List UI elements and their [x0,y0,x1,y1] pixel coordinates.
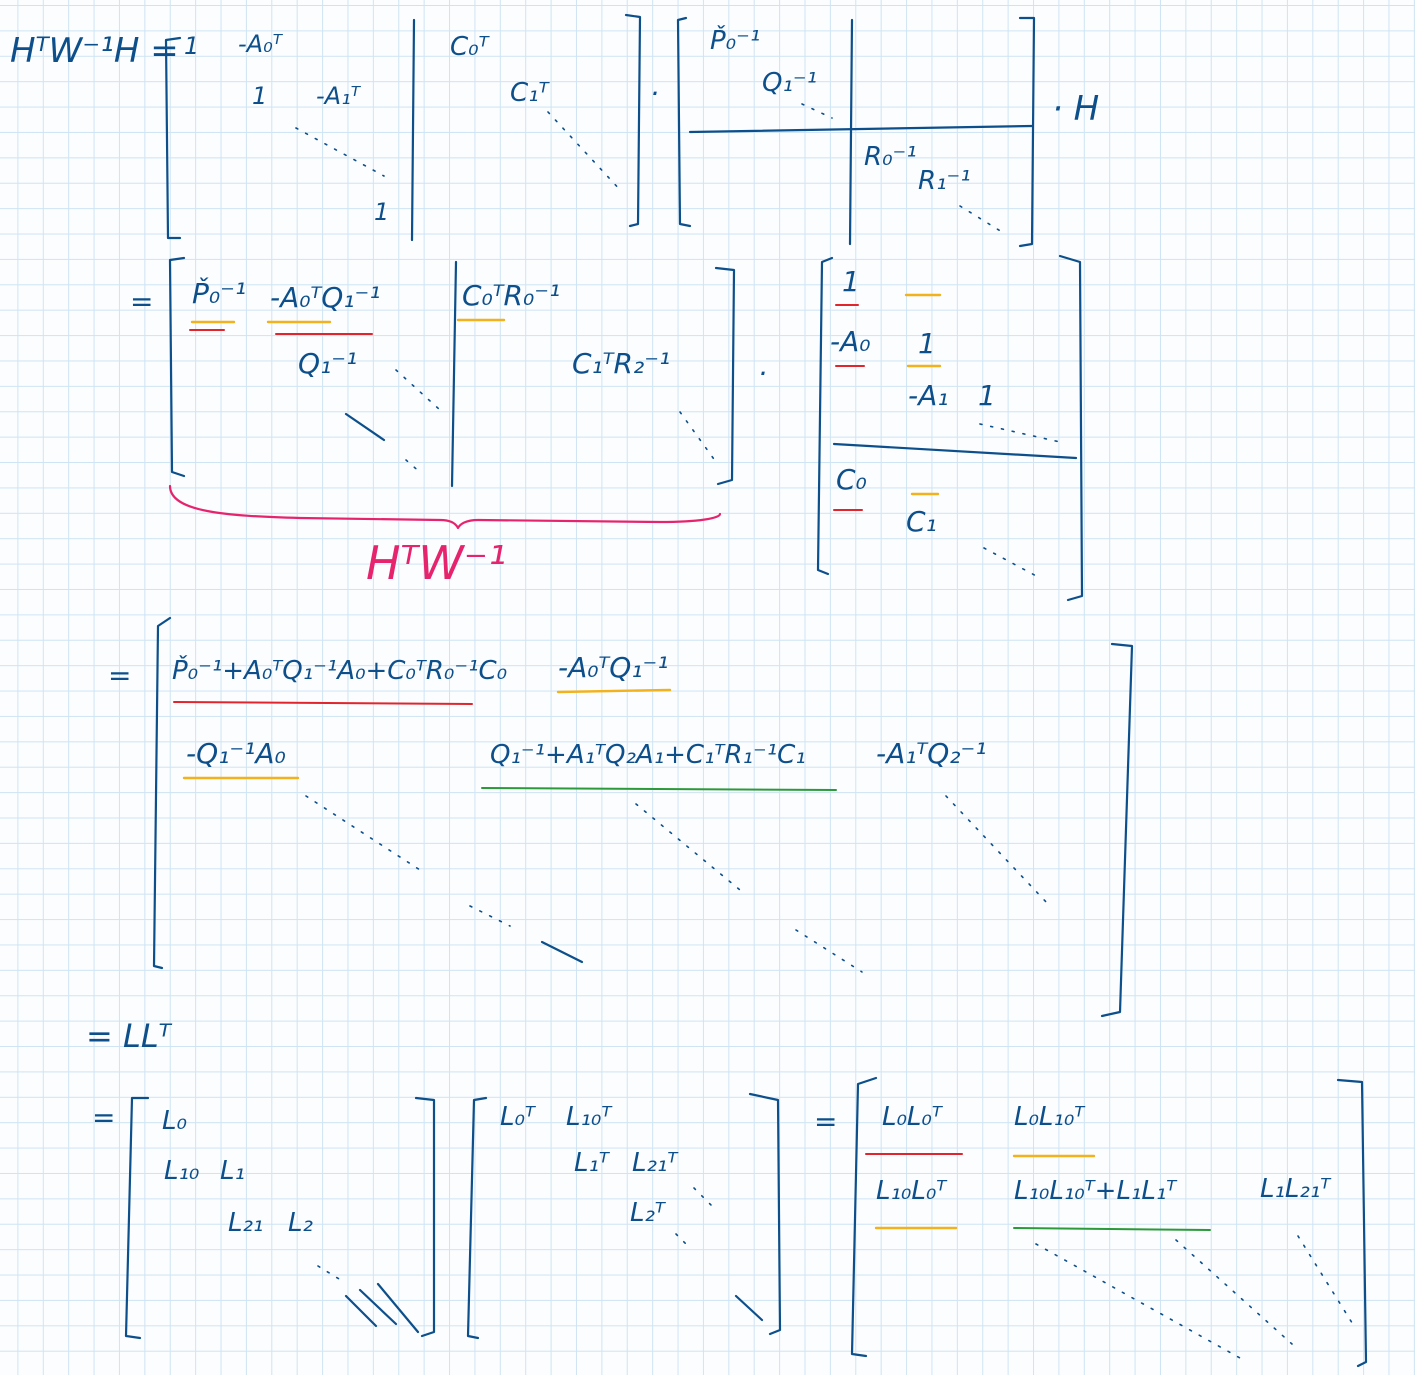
line1-m2-p0: P̌₀⁻¹ [710,26,761,56]
line1-m1-r1c1: 1 [184,32,200,60]
line3-r2c2: Q₁⁻¹+A₁ᵀQ₂A₁+C₁ᵀR₁⁻¹C₁ [490,740,806,770]
line1-m2-r1: R₁⁻¹ [918,166,971,196]
line5-l-r1: L₀ [162,1106,187,1136]
line5-res-r2c2: L₁₀L₁₀ᵀ+L₁L₁ᵀ [1014,1176,1177,1206]
line2-m1-cr0: C₀ᵀR₀⁻¹ [462,279,561,312]
line1-m1-r2c6: C₁ᵀ [510,78,549,108]
line2-m2-a1: -A₁ [908,379,949,412]
line2-m1-cr1: C₁ᵀR₂⁻¹ [572,347,671,380]
line3-eq: = [108,659,132,692]
line1-dot2: · H [1052,89,1100,129]
line2-m2-c1: C₁ [906,505,937,538]
line1-m1-r1c2: -A₀ᵀ [238,30,282,58]
line2-brace-label: HᵀW⁻¹ [366,536,507,590]
line1-dot1: · [650,77,659,110]
line5-res-r2c3: L₁L₂₁ᵀ [1260,1174,1331,1204]
line3-r2c1: -Q₁⁻¹A₀ [186,737,286,770]
line1-lhs: HᵀW⁻¹H = [10,31,179,71]
line5-lt-r1b: L₁₀ᵀ [566,1102,612,1132]
line2-m2-c0: C₀ [836,463,867,496]
line5-l-r2a: L₁₀ [164,1156,200,1186]
line5-eq2: = [814,1105,838,1138]
line2-m2-one1: 1 [842,265,860,298]
line5-l-r3b: L₂ [288,1208,313,1238]
line2-m2-one2: 1 [918,327,936,360]
line5-res-r1c2: L₀L₁₀ᵀ [1014,1102,1085,1132]
line5-lt-r2b: L₂₁ᵀ [632,1148,678,1178]
line5-lt-r3: L₂ᵀ [630,1198,665,1228]
line5-l-r3a: L₂₁ [228,1208,264,1238]
line1-m1-r2c3: -A₁ᵀ [316,82,360,110]
line2-m2-a0: -A₀ [830,325,871,358]
line4-text: = LLᵀ [86,1017,171,1055]
line2-dot: · [758,357,767,390]
line2-m1-aq: -A₀ᵀQ₁⁻¹ [270,281,381,314]
line2-m1-p0: P̌₀⁻¹ [192,277,247,310]
line1-m2-q1: Q₁⁻¹ [762,68,818,98]
line3-r1c2: -A₀ᵀQ₁⁻¹ [558,651,669,684]
line5-eq1: = [92,1101,116,1134]
line3-r1c1: P̌₀⁻¹+A₀ᵀQ₁⁻¹A₀+C₀ᵀR₀⁻¹C₀ [172,656,508,686]
line1-m2-r0: R₀⁻¹ [864,142,917,172]
line2-m1-q1: Q₁⁻¹ [298,347,358,380]
line5-lt-r2a: L₁ᵀ [574,1148,609,1178]
line1-m1-r3c4: 1 [374,198,390,226]
line5-res-r2c1: L₁₀L₀ᵀ [876,1176,947,1206]
line1-m1-r1c5: C₀ᵀ [450,32,489,62]
line5-res-r1c1: L₀L₀ᵀ [882,1102,942,1132]
line3-r2c3: -A₁ᵀQ₂⁻¹ [876,737,987,770]
line2-eq: = [130,285,154,318]
line2-m2-one3: 1 [978,379,996,412]
line1-m1-r2c2: 1 [252,82,268,110]
line5-l-r2b: L₁ [220,1156,245,1186]
line5-lt-r1a: L₀ᵀ [500,1102,535,1132]
